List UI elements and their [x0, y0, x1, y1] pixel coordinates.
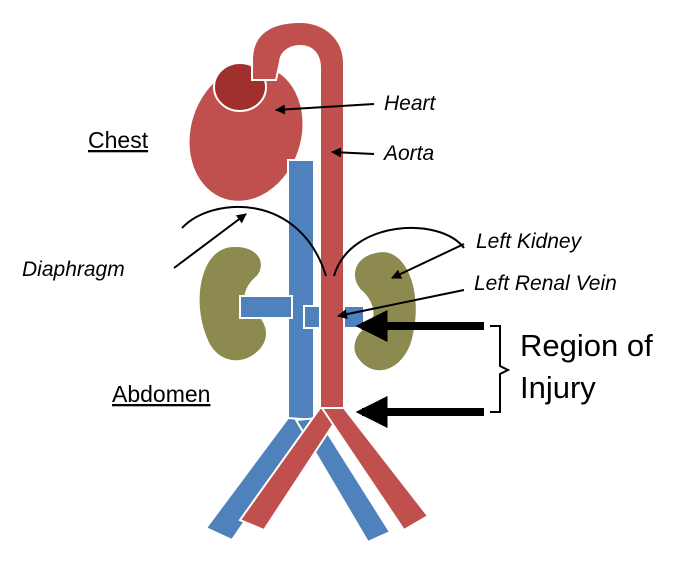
right-iliac-artery — [320, 407, 430, 532]
right-renal-vein — [239, 295, 293, 319]
diaphragm-arrow — [173, 213, 247, 269]
diaphragm-right-arc — [181, 205, 327, 277]
heart-label: Heart — [384, 92, 437, 115]
left-kidney-arrow — [391, 243, 465, 279]
vena-cava — [287, 159, 315, 423]
right-kidney — [197, 244, 268, 363]
chest-label: Chest — [88, 127, 149, 153]
heart-arrow — [275, 103, 375, 115]
left-kidney-label: Left Kidney — [476, 230, 583, 253]
aorta-label: Aorta — [382, 142, 434, 165]
left-renal-vein-label: Left Renal Vein — [474, 272, 617, 295]
aorta-arrow — [331, 147, 375, 158]
injury-bracket — [490, 325, 511, 413]
diaphragm-left-arc — [333, 226, 465, 277]
region-label-line2: Injury — [520, 370, 596, 405]
right-iliac-vein — [294, 416, 392, 544]
diaphragm-label: Diaphragm — [22, 258, 125, 281]
region-label-line1: Region of — [520, 328, 653, 363]
abdomen-label: Abdomen — [112, 381, 210, 407]
